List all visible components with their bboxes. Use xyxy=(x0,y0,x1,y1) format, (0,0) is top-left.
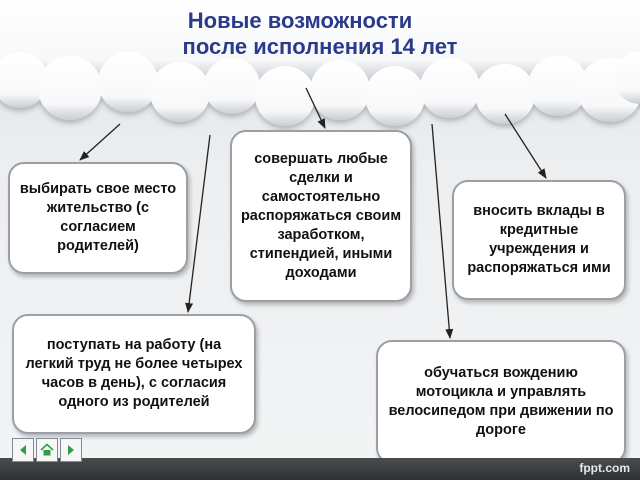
box-deposits-text: вносить вклады в кредитные учреждения и … xyxy=(467,203,611,276)
box-residence: выбирать свое место жительство (с соглас… xyxy=(8,162,188,274)
box-deposits: вносить вклады в кредитные учреждения и … xyxy=(452,180,626,300)
box-transactions-text: совершать любые сделки и самостоятельно … xyxy=(240,150,402,281)
cloud-banner xyxy=(0,0,640,126)
title-line-2: после исполнения 14 лет xyxy=(182,34,458,59)
box-driving-text: обучаться вождению мотоцикла и управлять… xyxy=(388,365,614,438)
box-transactions: совершать любые сделки и самостоятельно … xyxy=(230,130,412,302)
bottom-bar xyxy=(0,458,640,480)
slide-title: Новые возможности после исполнения 14 ле… xyxy=(60,8,580,60)
home-icon xyxy=(40,443,54,456)
box-employment-text: поступать на работу (на легкий труд не б… xyxy=(25,337,243,410)
home-button[interactable] xyxy=(36,438,58,462)
watermark: fppt.com xyxy=(579,461,630,475)
arrow-to-b4 xyxy=(185,134,211,313)
next-slide-button[interactable] xyxy=(60,438,82,462)
next-icon xyxy=(68,445,74,455)
prev-slide-button[interactable] xyxy=(12,438,34,462)
box-driving: обучаться вождению мотоцикла и управлять… xyxy=(376,340,626,464)
prev-icon xyxy=(20,445,26,455)
box-residence-text: выбирать свое место жительство (с соглас… xyxy=(19,181,177,254)
title-line-1: Новые возможности xyxy=(187,8,413,33)
box-employment: поступать на работу (на легкий труд не б… xyxy=(12,314,256,434)
arrow-to-b5 xyxy=(431,123,454,339)
